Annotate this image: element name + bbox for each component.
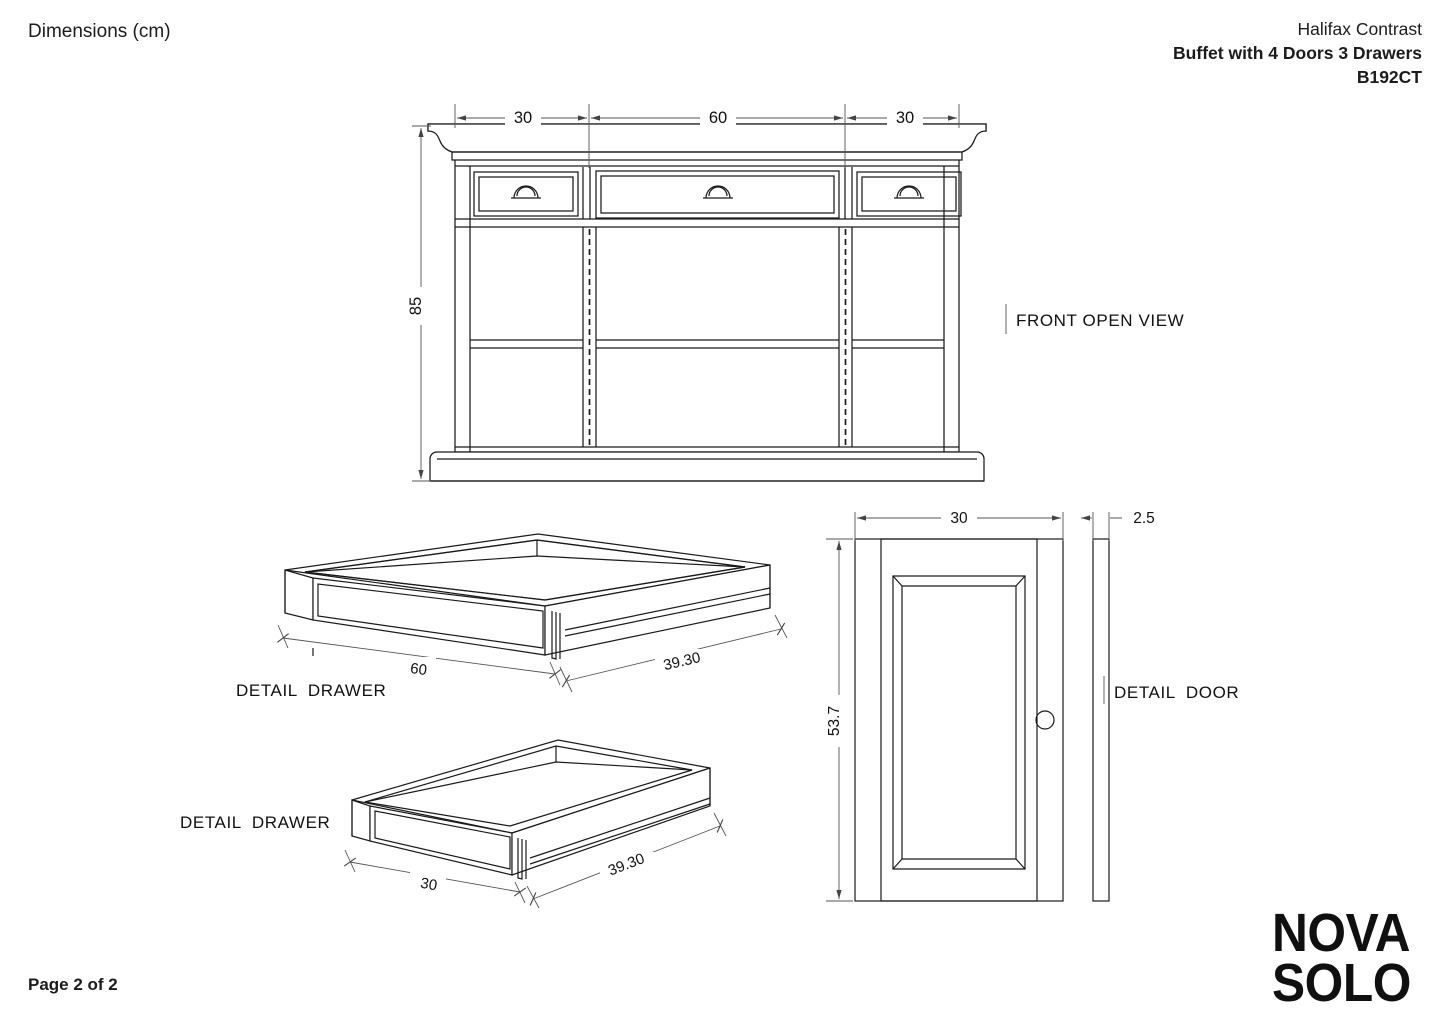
- door-knob-icon: [1035, 710, 1055, 730]
- detail-drawer-small-drawing: 30 39.30: [343, 739, 727, 909]
- product-name-label: Buffet with 4 Doors 3 Drawers: [1173, 42, 1422, 63]
- dim-door-width: 30: [950, 510, 968, 527]
- drawer-right-outer: [856, 171, 962, 217]
- plinth-base: [429, 451, 985, 482]
- door-panel-bevel-br: [1015, 858, 1026, 870]
- front-open-view-label: FRONT OPEN VIEW: [1016, 311, 1185, 330]
- crown-moulding-profile: [427, 123, 987, 153]
- door-frame-inner-edge: [880, 538, 1038, 902]
- dim-front-height: 85: [407, 297, 425, 315]
- front-open-view-drawing: 30 60 30 85: [407, 104, 1007, 482]
- detail-drawer-small-label: DETAIL DRAWER: [180, 813, 331, 832]
- vertical-divider-left: [582, 227, 597, 447]
- dim-drawer-l-width: 60: [409, 660, 428, 679]
- product-line-label: Halifax Contrast: [1297, 19, 1423, 39]
- drawer-front-left: [473, 171, 579, 217]
- product-header: Halifax Contrast Buffet with 4 Doors 3 D…: [1173, 18, 1422, 89]
- dim-drawer-s-width: 30: [419, 875, 438, 895]
- drawer-l-inner-back: [304, 555, 746, 573]
- door-outer-frame: [854, 538, 1064, 902]
- door-panel-bevel-tl: [892, 575, 903, 587]
- dim-top-left: 30: [514, 109, 532, 127]
- detail-door-drawing: 30 2.5 53.7: [826, 506, 1166, 902]
- drawer-center-outer: [595, 170, 840, 219]
- crown-underside: [451, 152, 963, 161]
- drawer-left-outer: [473, 171, 579, 217]
- door-panel-bevel-bl: [892, 858, 903, 870]
- door-side-profile: [1092, 538, 1110, 902]
- dim-top-center: 60: [709, 109, 727, 127]
- drawer-front-right: [856, 171, 962, 217]
- drawer-l-left-end: [284, 569, 314, 621]
- drawer-s-left-end: [351, 799, 371, 842]
- novasolo-logo: NOVA SOLO: [1272, 903, 1419, 1014]
- logo-line-solo: SOLO: [1272, 953, 1411, 1014]
- cup-handle-icon: [511, 185, 541, 199]
- drawer-center-inner-bevel: [600, 175, 835, 214]
- drawer-left-inner-bevel: [478, 176, 574, 212]
- carcass-outline: [454, 160, 960, 453]
- dim-top-right: 30: [896, 109, 914, 127]
- page-number: Page 2 of 2: [28, 975, 118, 994]
- detail-door-label: DETAIL DOOR: [1114, 683, 1240, 702]
- detail-drawer-large-drawing: 60 39.30: [277, 533, 788, 693]
- product-code-label: B192CT: [1356, 66, 1422, 87]
- dim-door-thickness: 2.5: [1133, 510, 1155, 527]
- door-panel-bevel-tr: [1015, 575, 1026, 587]
- drawer-l-width-dimension: [277, 624, 561, 686]
- cup-handle-icon: [703, 185, 733, 199]
- drawer-s-inner-back: [364, 761, 693, 803]
- detail-drawer-large-label: DETAIL DRAWER: [236, 681, 387, 700]
- page-title: Dimensions (cm): [28, 21, 171, 42]
- drawer-right-inner-bevel: [861, 176, 957, 212]
- cup-handle-icon: [894, 185, 924, 199]
- drawer-front-center: [595, 170, 840, 219]
- dim-door-height: 53.7: [826, 706, 843, 736]
- logo-line-nova: NOVA: [1272, 903, 1411, 963]
- vertical-divider-right: [838, 227, 853, 447]
